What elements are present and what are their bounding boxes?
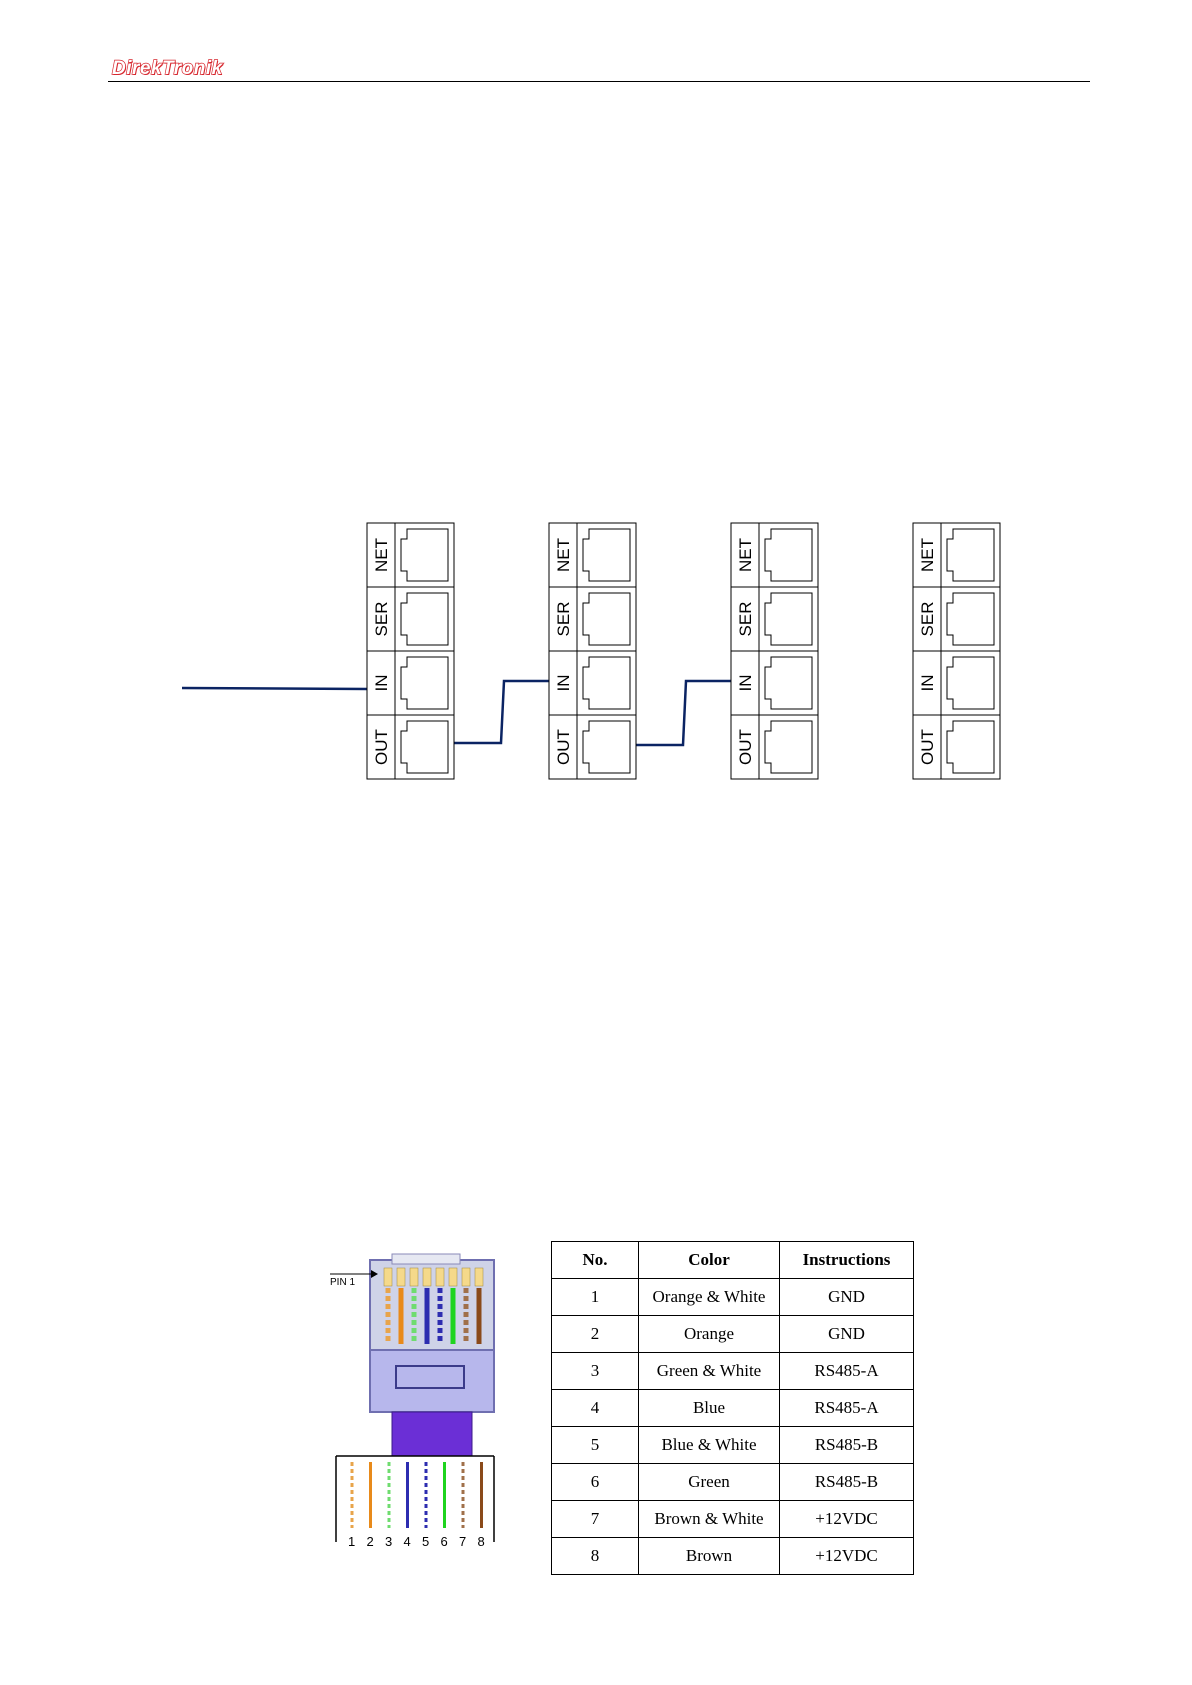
rj45-jack-icon bbox=[765, 721, 812, 773]
pin-number: 3 bbox=[385, 1534, 392, 1549]
rj45-jack-icon bbox=[401, 529, 448, 581]
port-label-net: NET bbox=[918, 538, 937, 572]
plug-top-tab bbox=[392, 1254, 460, 1264]
cell-instructions: GND bbox=[780, 1279, 914, 1316]
port-label-in: IN bbox=[736, 675, 755, 692]
port-label-out: OUT bbox=[554, 729, 573, 765]
cell-no: 2 bbox=[552, 1316, 639, 1353]
port-label-ser: SER bbox=[554, 602, 573, 637]
device-4: NET SER IN OUT bbox=[913, 523, 1000, 779]
cell-instructions: +12VDC bbox=[780, 1538, 914, 1575]
pin-number: 5 bbox=[422, 1534, 429, 1549]
device-3: NET SER IN OUT bbox=[731, 523, 818, 779]
port-label-in: IN bbox=[554, 675, 573, 692]
header-no: No. bbox=[552, 1242, 639, 1279]
header-rule bbox=[108, 81, 1090, 82]
pin1-label: PIN 1 bbox=[330, 1277, 355, 1288]
pin-number: 1 bbox=[348, 1534, 355, 1549]
rj45-jack-icon bbox=[947, 657, 994, 709]
port-label-net: NET bbox=[554, 538, 573, 572]
port-label-out: OUT bbox=[736, 729, 755, 765]
link-cable-2 bbox=[636, 681, 733, 745]
port-label-net: NET bbox=[736, 538, 755, 572]
cell-color: Brown bbox=[639, 1538, 780, 1575]
pin-number: 4 bbox=[404, 1534, 411, 1549]
cell-no: 6 bbox=[552, 1464, 639, 1501]
rj45-jack-icon bbox=[765, 657, 812, 709]
rj45-jack-icon bbox=[583, 721, 630, 773]
cell-no: 7 bbox=[552, 1501, 639, 1538]
pin-number: 6 bbox=[441, 1534, 448, 1549]
cell-color: Orange bbox=[639, 1316, 780, 1353]
rj45-jack-icon bbox=[765, 593, 812, 645]
pin-number: 7 bbox=[459, 1534, 466, 1549]
port-label-in: IN bbox=[372, 675, 391, 692]
port-label-ser: SER bbox=[918, 602, 937, 637]
link-cable-1 bbox=[454, 681, 549, 743]
header-color: Color bbox=[639, 1242, 780, 1279]
rj45-jack-icon bbox=[401, 657, 448, 709]
port-label-out: OUT bbox=[918, 729, 937, 765]
cell-no: 8 bbox=[552, 1538, 639, 1575]
cell-instructions: RS485-B bbox=[780, 1427, 914, 1464]
rj45-jack-icon bbox=[583, 657, 630, 709]
rj45-jack-icon bbox=[765, 529, 812, 581]
cell-instructions: GND bbox=[780, 1316, 914, 1353]
cell-instructions: RS485-A bbox=[780, 1353, 914, 1390]
cell-color: Blue & White bbox=[639, 1427, 780, 1464]
rj45-jack-icon bbox=[947, 593, 994, 645]
device-1: NET SER IN OUT bbox=[367, 523, 454, 779]
cell-no: 1 bbox=[552, 1279, 639, 1316]
port-label-ser: SER bbox=[736, 602, 755, 637]
cell-color: Green bbox=[639, 1464, 780, 1501]
device-2: NET SER IN OUT bbox=[549, 523, 636, 779]
wiring-lines bbox=[182, 681, 733, 745]
cell-instructions: +12VDC bbox=[780, 1501, 914, 1538]
port-label-net: NET bbox=[372, 538, 391, 572]
company-logo: DirekTronik bbox=[112, 58, 223, 80]
cell-color: Green & White bbox=[639, 1353, 780, 1390]
cell-color: Orange & White bbox=[639, 1279, 780, 1316]
cell-no: 3 bbox=[552, 1353, 639, 1390]
port-label-out: OUT bbox=[372, 729, 391, 765]
cell-color: Brown & White bbox=[639, 1501, 780, 1538]
header-instructions: Instructions bbox=[780, 1242, 914, 1279]
rj45-jack-icon bbox=[947, 529, 994, 581]
port-label-in: IN bbox=[918, 675, 937, 692]
rj45-jack-icon bbox=[401, 721, 448, 773]
page-header: DirekTronik bbox=[108, 58, 1090, 82]
cell-instructions: RS485-A bbox=[780, 1390, 914, 1427]
cell-instructions: RS485-B bbox=[780, 1464, 914, 1501]
table-header-row: No. Color Instructions bbox=[552, 1242, 914, 1279]
pin-number: 8 bbox=[478, 1534, 485, 1549]
plug-cable bbox=[392, 1412, 472, 1456]
rj45-jack-icon bbox=[583, 593, 630, 645]
wire-color-strip bbox=[352, 1462, 482, 1528]
port-label-ser: SER bbox=[372, 602, 391, 637]
rj45-jack-icon bbox=[947, 721, 994, 773]
cell-no: 4 bbox=[552, 1390, 639, 1427]
input-cable bbox=[182, 688, 368, 689]
cell-color: Blue bbox=[639, 1390, 780, 1427]
cell-no: 5 bbox=[552, 1427, 639, 1464]
pin-number: 2 bbox=[367, 1534, 374, 1549]
plug-latch bbox=[396, 1366, 464, 1388]
rj45-jack-icon bbox=[401, 593, 448, 645]
rj45-jack-icon bbox=[583, 529, 630, 581]
